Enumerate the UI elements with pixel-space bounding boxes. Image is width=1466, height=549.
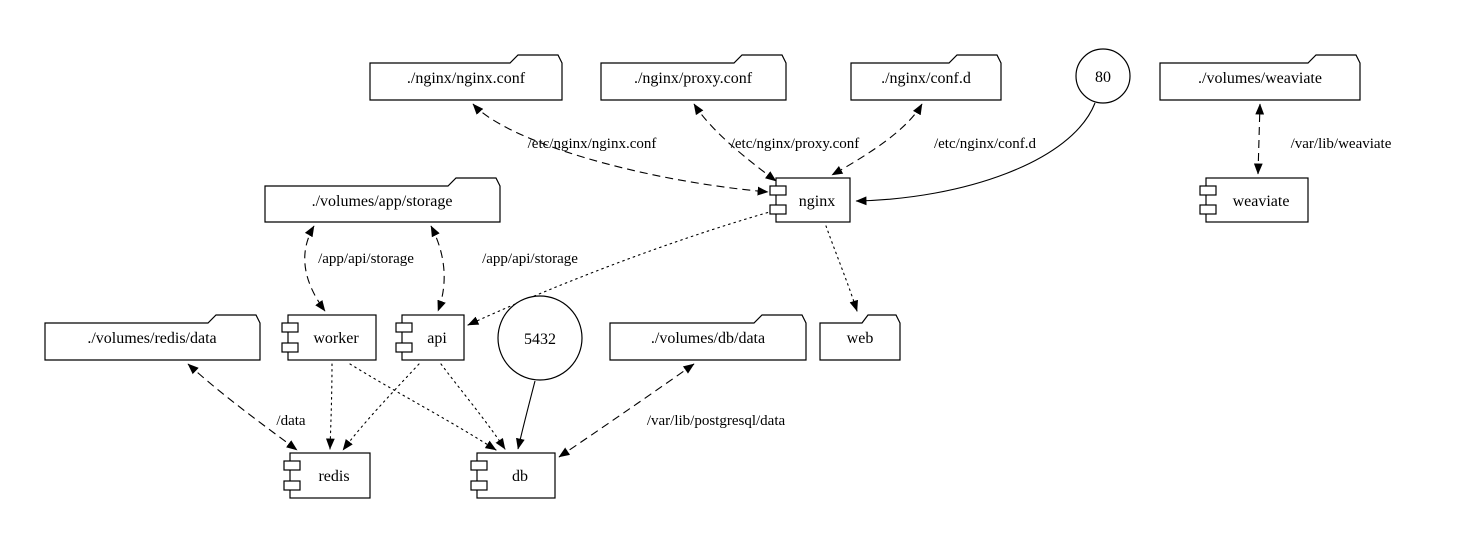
edge-label-etc-nginx-nginx-conf: /etc/nginx/nginx.conf [528,136,657,152]
folder-icon [609,314,807,361]
node-weaviate: weaviate [1199,177,1309,223]
component-box [476,452,556,499]
edge-label-data: /data [276,413,305,429]
node-label: web [847,330,874,347]
edge-conf-d-nginx [831,103,923,176]
component-tab-icon [281,322,299,333]
component-tab-icon [395,342,413,353]
edge-api-redis [342,363,420,451]
node-label: weaviate [1233,193,1290,210]
edge-label-etc-nginx-proxy-conf: /etc/nginx/proxy.conf [731,136,860,152]
component-tab-icon [470,480,488,491]
node-label: nginx [799,193,835,210]
node-db: db [470,452,556,499]
edges [187,102,1265,458]
edge-label-app-api-storage-api: /app/api/storage [482,251,578,267]
folder-icon [600,54,787,101]
node-label: redis [318,468,349,485]
edge-nginx-conf-nginx [472,103,769,196]
component-tab-icon [283,460,301,471]
component-tab-icon [769,185,787,196]
component-box [287,314,377,361]
node-label: ./nginx/nginx.conf [407,70,526,87]
edge-nginx-api [467,210,774,326]
node-nginx-conf-file: ./nginx/nginx.conf [369,54,563,101]
edge-storage-worker [304,225,326,312]
component-tab-icon [470,460,488,471]
component-tab-icon [1199,204,1217,215]
component-box [775,177,851,223]
node-volumes-redis-data: ./volumes/redis/data [44,314,261,361]
port-circle-icon [1075,48,1131,104]
edge-db-data-db [558,363,695,458]
node-worker: worker [281,314,377,361]
nodes: ./nginx/nginx.conf ./nginx/proxy.conf ./… [44,48,1361,499]
port-circle-icon [497,295,583,381]
folder-icon [819,314,901,361]
node-label: worker [313,330,359,347]
edge-worker-redis [325,363,335,450]
edge-volumes-weaviate-weaviate [1253,103,1265,175]
node-label: 5432 [524,331,556,348]
node-volumes-app-storage: ./volumes/app/storage [264,177,501,223]
folder-icon [850,54,1002,101]
folder-icon [369,54,563,101]
edge-label-app-api-storage-worker: /app/api/storage [318,251,414,267]
node-port-5432: 5432 [497,295,583,381]
node-label: ./volumes/weaviate [1198,70,1322,87]
edge-worker-db [349,363,497,451]
edge-storage-api [430,225,446,312]
component-tab-icon [395,322,413,333]
node-volumes-weaviate: ./volumes/weaviate [1159,54,1361,101]
edge-port-5432-db [516,380,536,450]
node-label: api [427,330,447,347]
node-nginx: nginx [769,177,851,223]
component-box [1205,177,1309,223]
node-label: db [512,468,528,485]
component-tab-icon [283,480,301,491]
edge-nginx-web [825,225,858,312]
node-volumes-db-data: ./volumes/db/data [609,314,807,361]
folder-icon [264,177,501,223]
node-redis: redis [283,452,371,499]
node-web: web [819,314,901,361]
node-label: 80 [1095,69,1111,86]
node-api: api [395,314,465,361]
component-tab-icon [281,342,299,353]
edge-port-80-nginx [855,102,1096,206]
component-tab-icon [1199,185,1217,196]
node-port-80: 80 [1075,48,1131,104]
node-label: ./nginx/proxy.conf [634,70,753,87]
node-label: ./volumes/app/storage [312,193,453,210]
edge-redis-data-redis [187,363,298,451]
node-proxy-conf-file: ./nginx/proxy.conf [600,54,787,101]
folder-icon [1159,54,1361,101]
edge-label-var-lib-weaviate: /var/lib/weaviate [1291,136,1392,152]
edge-label-etc-nginx-conf-d: /etc/nginx/conf.d [934,136,1037,152]
folder-icon [44,314,261,361]
edge-labels: /etc/nginx/nginx.conf /etc/nginx/proxy.c… [276,136,1391,429]
node-label: ./nginx/conf.d [881,70,971,87]
node-conf-d-dir: ./nginx/conf.d [850,54,1002,101]
edge-proxy-conf-nginx [693,103,777,182]
edge-api-db [440,363,506,450]
edge-label-var-lib-postgresql-data: /var/lib/postgresql/data [647,413,786,429]
node-label: ./volumes/db/data [651,330,765,347]
component-tab-icon [769,204,787,215]
node-label: ./volumes/redis/data [87,330,216,347]
component-box [289,452,371,499]
